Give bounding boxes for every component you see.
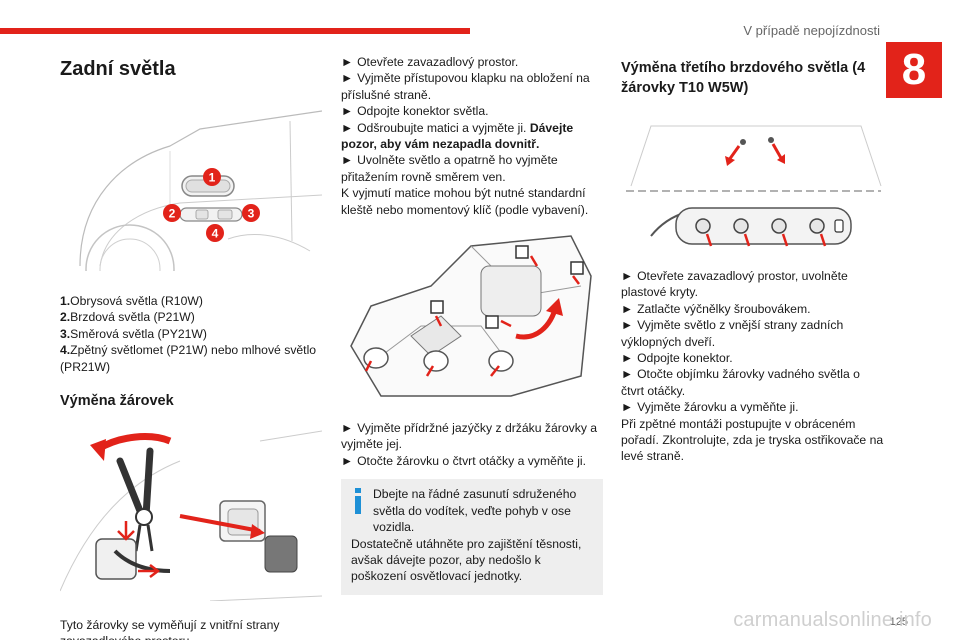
plain-paragraph: K vyjmutí matice mohou být nutné standar… xyxy=(341,186,589,217)
legend-item: 4.Zpětný světlomet (P21W) nebo mlhové sv… xyxy=(60,343,317,374)
callout-4-badge: 4 xyxy=(206,224,224,242)
third-brake-light-steps: ►Otevřete zavazadlový prostor, uvolněte … xyxy=(621,268,886,465)
list-item: ►Otevřete zavazadlový prostor, uvolněte … xyxy=(621,269,848,300)
third-brake-light-illustration xyxy=(626,125,882,247)
section-heading-bulb-replacement: Výměna žárovek xyxy=(60,393,174,410)
column-2: ►Otevřete zavazadlový prostor. ►Vyjměte … xyxy=(341,54,603,595)
page-title: Zadní světla xyxy=(60,58,176,80)
list-item: ►Odpojte konektor světla. xyxy=(341,104,489,119)
callout-4-label: 4 xyxy=(212,227,219,241)
bulb-legend: 1.Obrysová světla (R10W) 2.Brzdová světl… xyxy=(60,293,322,375)
column-1: Zadní světla 1 2 3 4 1.Obrysová s xyxy=(60,54,322,640)
note-first-paragraph: Dbejte na řádné zasunutí sdruženého svět… xyxy=(373,487,577,535)
section-heading-third-brake-light: Výměna třetího brzdového světla (4 žárov… xyxy=(621,60,866,96)
pliers-removal-illustration xyxy=(60,430,322,602)
chapter-title: V případě nepojízdnosti xyxy=(743,23,880,38)
list-item: ►Odpojte konektor. xyxy=(621,351,733,366)
callout-3-label: 3 xyxy=(248,207,255,221)
removal-steps: ►Otevřete zavazadlový prostor. ►Vyjměte … xyxy=(341,54,603,218)
list-item: ►Vyjměte žárovku a vyměňte ji. xyxy=(621,400,799,415)
warning-emphasis: Dávejte pozor, aby vám nezapadla dovnitř… xyxy=(341,120,574,152)
list-item: ►Odšroubujte matici a vyjměte ji. Dávejt… xyxy=(341,120,574,152)
list-item: ►Otočte objímku žárovky vadného světla o… xyxy=(621,367,860,398)
section-caption: Tyto žárovky se vyměňují z vnitřní stran… xyxy=(60,618,280,640)
watermark: carmanualsonline.info xyxy=(733,609,932,631)
list-item: ►Otočte žárovku o čtvrt otáčky a vyměňte… xyxy=(341,453,587,468)
list-item: ►Vyjměte přístupovou klapku na obložení … xyxy=(341,71,590,102)
callout-2-label: 2 xyxy=(169,207,176,221)
page-number: 125 xyxy=(889,616,908,628)
chapter-number-badge: 8 xyxy=(886,42,942,98)
list-item: ►Vyjměte přídržné jazýčky z držáku žárov… xyxy=(341,421,598,452)
list-item: ►Uvolněte světlo a opatrně ho vyjměte př… xyxy=(341,153,558,184)
legend-item: 1.Obrysová světla (R10W) xyxy=(60,294,203,308)
list-item: ►Vyjměte světlo z vnější strany zadních … xyxy=(621,318,844,349)
legend-item: 3.Směrová světla (PY21W) xyxy=(60,326,207,341)
bulb-steps: ►Vyjměte přídržné jazýčky z držáku žárov… xyxy=(341,420,603,469)
list-item: ►Otevřete zavazadlový prostor. xyxy=(341,55,519,69)
info-note: Dbejte na řádné zasunutí sdruženého svět… xyxy=(341,479,603,595)
list-item: ►Zatlačte výčnělky šroubovákem. xyxy=(621,301,811,316)
header-accent-bar xyxy=(0,28,470,34)
callout-2-badge: 2 xyxy=(163,204,181,222)
legend-item: 2.Brzdová světla (P21W) xyxy=(60,310,195,325)
callout-1-label: 1 xyxy=(209,171,216,185)
column-3: Výměna třetího brzdového světla (4 žárov… xyxy=(621,54,886,465)
callout-3-badge: 3 xyxy=(242,204,260,222)
info-icon xyxy=(355,488,361,515)
note-second-paragraph: Dostatečně utáhněte pro zajištění těsnos… xyxy=(351,536,582,584)
light-unit-illustration xyxy=(350,235,592,397)
rear-lights-illustration: 1 2 3 4 xyxy=(79,110,322,271)
callout-1-badge: 1 xyxy=(203,168,221,186)
plain-paragraph: Při zpětné montáži postupujte v obrácené… xyxy=(621,416,884,464)
